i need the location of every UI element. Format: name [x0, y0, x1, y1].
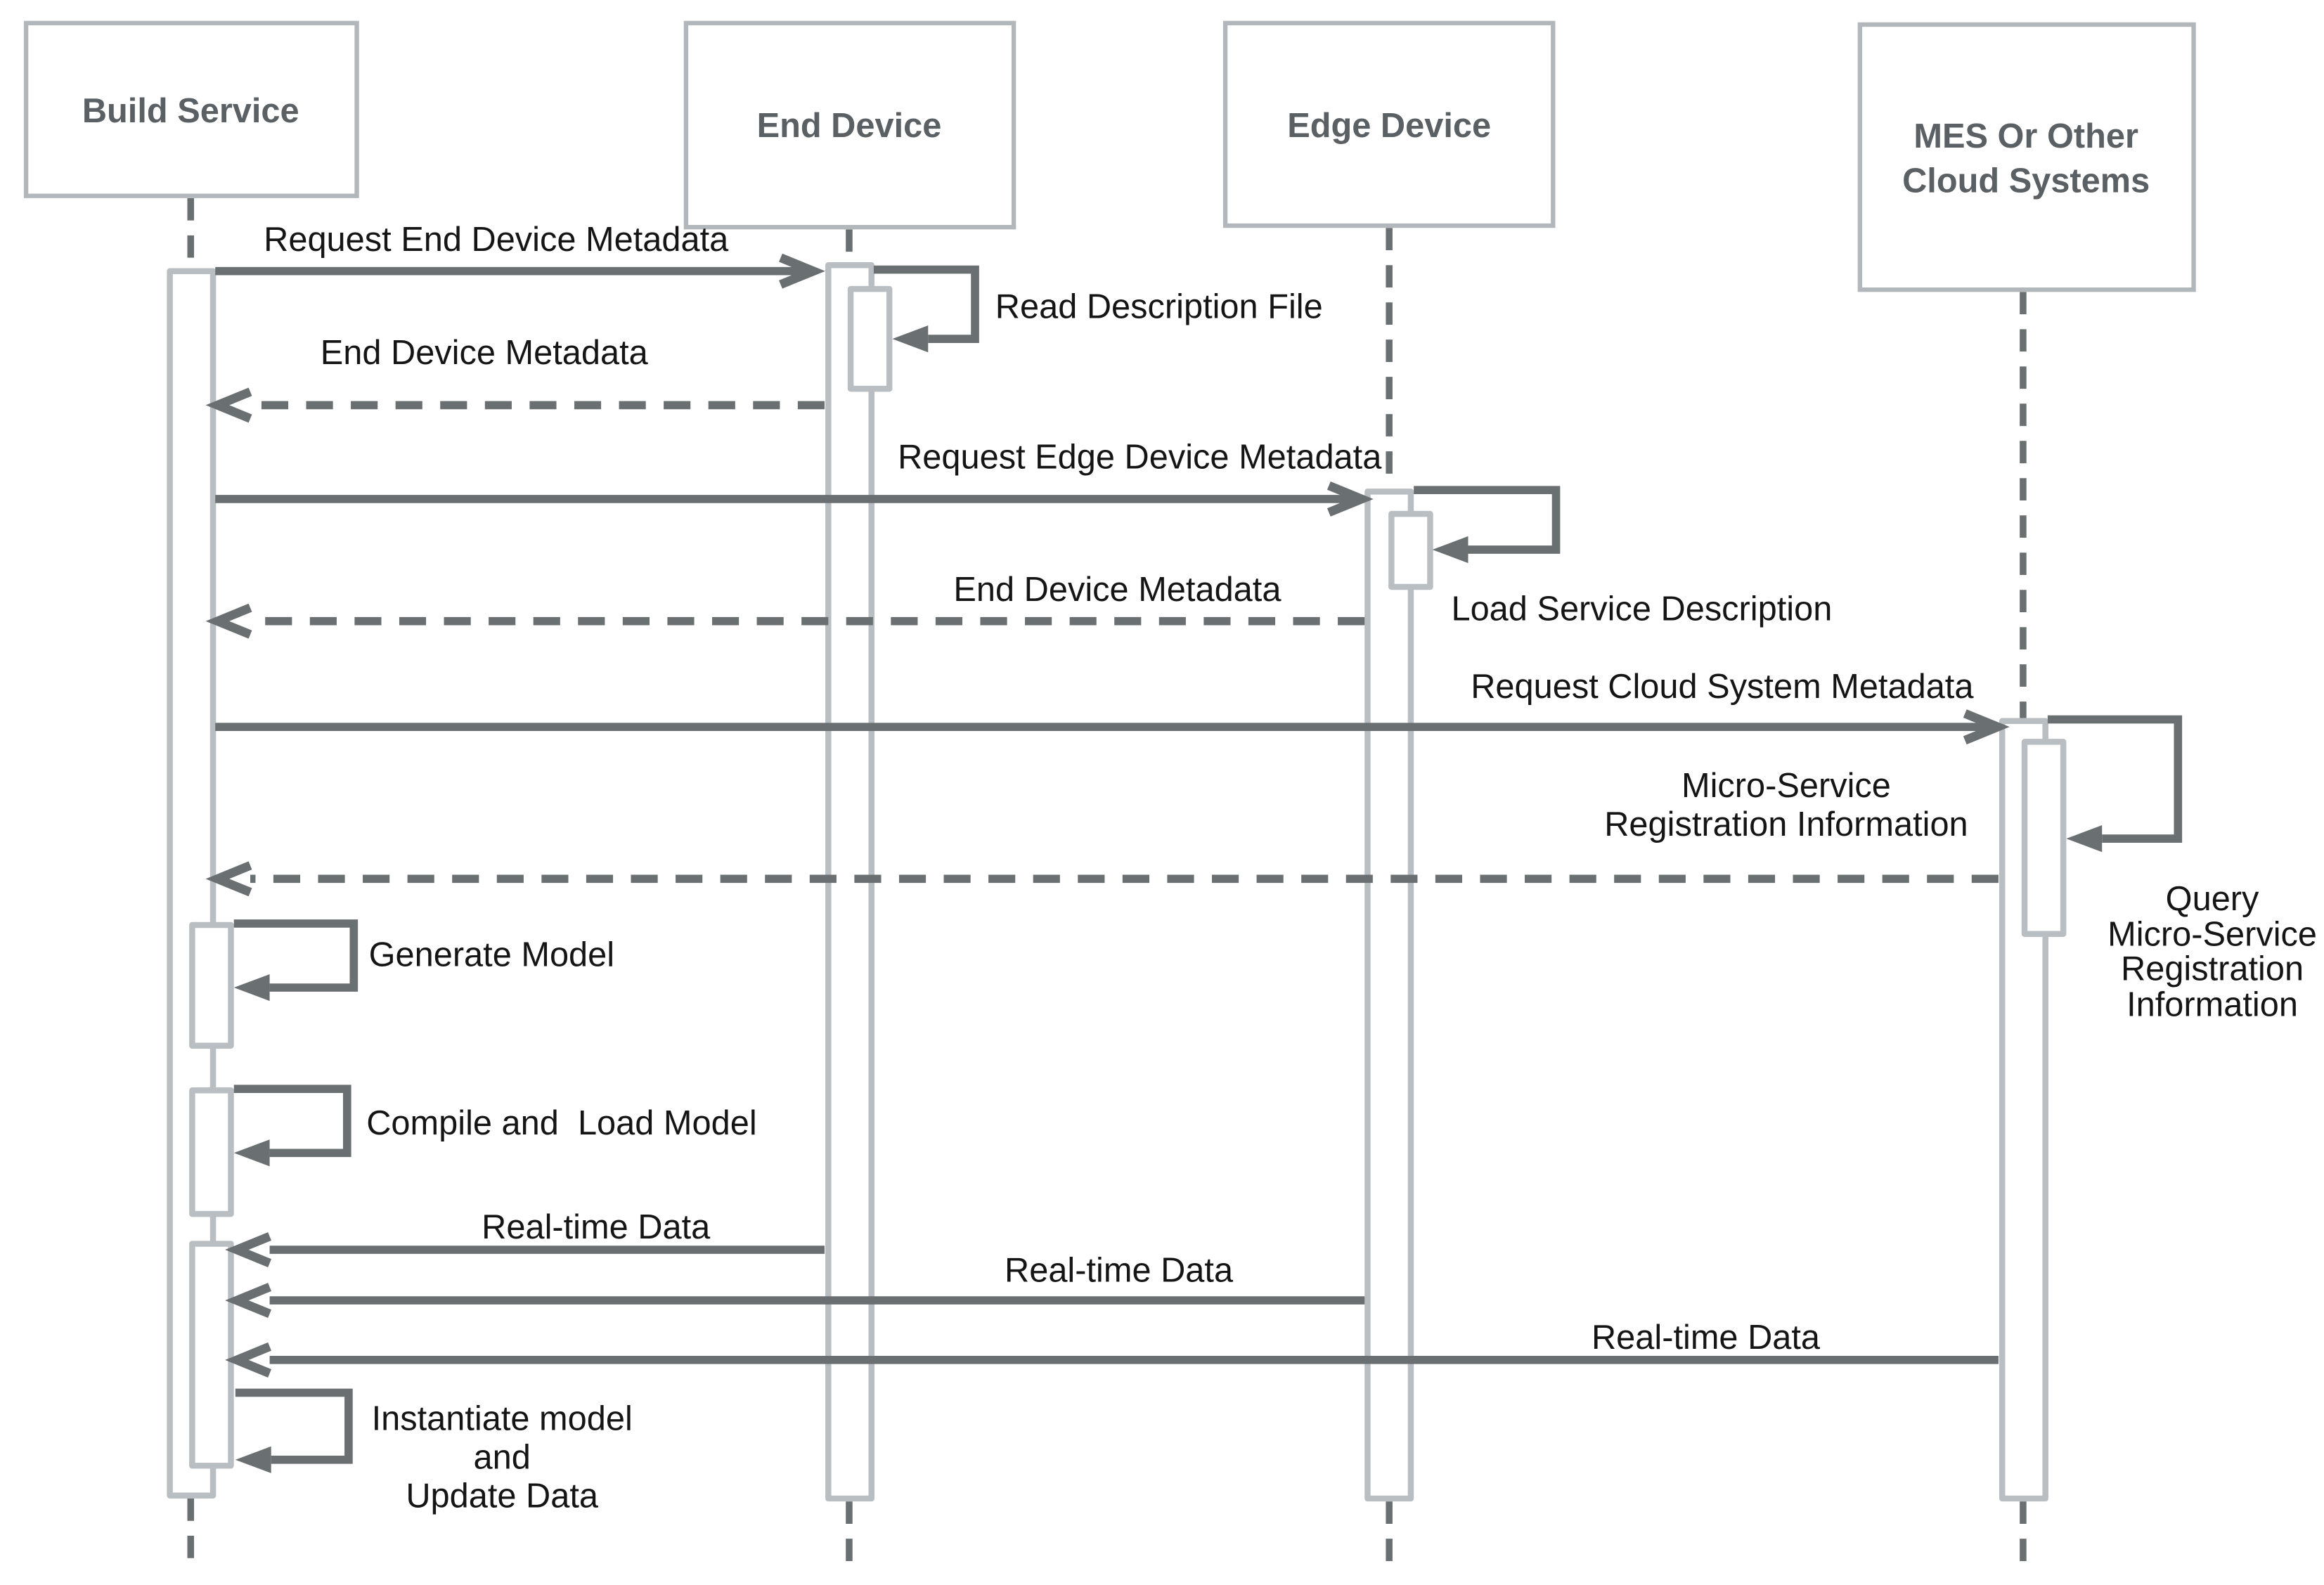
arrowhead-realtime-data-end: [225, 1232, 271, 1267]
arrowhead-realtime-data-edge: [225, 1283, 271, 1319]
activation-edge-device-load-service: [1388, 510, 1433, 590]
activation-edge-device-main: [1364, 489, 1414, 1502]
self-loop-load-service-description: [1414, 486, 1561, 554]
arrowhead-query-micro-service: [2066, 825, 2103, 853]
message-label-generate-model: Generate Model: [368, 934, 615, 973]
activation-build-realtime-instantiate: [189, 1241, 234, 1469]
activation-build-compile-load: [189, 1087, 234, 1217]
participant-label-edge-device: Edge Device: [1287, 105, 1492, 144]
participant-box-mes-cloud: MES Or Other Cloud Systems: [1857, 22, 2195, 292]
message-label-realtime-data-end: Real-time Data: [482, 1207, 711, 1246]
arrowhead-request-cloud-system-metadata: [1963, 709, 2010, 745]
participant-box-edge-device: Edge Device: [1222, 20, 1556, 228]
participant-box-end-device: End Device: [683, 20, 1016, 230]
arrowhead-request-edge-device-metadata: [1326, 481, 1374, 517]
arrowhead-instantiate-update: [235, 1446, 271, 1473]
arrowhead-load-service-description: [1432, 536, 1468, 564]
participant-label-end-device: End Device: [756, 105, 942, 145]
arrowhead-end-device-metadata-1: [205, 387, 252, 423]
message-label-micro-service-registration: Micro-Service Registration Information: [1604, 765, 1968, 843]
self-loop-compile-load-model: [233, 1085, 351, 1158]
self-loop-query-micro-service: [2047, 715, 2183, 843]
activation-end-device-read-description: [847, 285, 893, 392]
message-label-read-description-file: Read Description File: [995, 286, 1323, 326]
message-label-request-edge-device-metadata: Request Edge Device Metadata: [898, 436, 1382, 477]
message-label-load-service-description: Load Service Description: [1451, 589, 1833, 628]
participant-label-build-service: Build Service: [82, 90, 299, 129]
message-label-realtime-data-edge: Real-time Data: [1005, 1250, 1234, 1290]
participant-label-mes-cloud: MES Or Other Cloud Systems: [1902, 115, 2150, 199]
message-label-compile-load-model: Compile and Load Model: [366, 1103, 757, 1142]
self-loop-generate-model: [233, 919, 359, 992]
message-label-request-end-device-metadata: Request End Device Metadata: [264, 219, 729, 259]
activation-mes-cloud-query: [2021, 739, 2067, 937]
arrowhead-realtime-data-mes: [225, 1342, 271, 1378]
participant-box-build-service: Build Service: [22, 20, 359, 198]
message-label-instantiate-update: Instantiate model and Update Data: [371, 1398, 633, 1515]
message-label-end-device-metadata-1: End Device Metadata: [320, 332, 648, 372]
arrowhead-read-description-file: [892, 325, 929, 353]
message-label-end-device-metadata-2: End Device Metadata: [953, 569, 1282, 609]
arrowhead-generate-model: [233, 973, 270, 1002]
arrowhead-micro-service-registration: [205, 861, 252, 897]
activation-build-generate-model: [189, 921, 234, 1049]
arrowhead-compile-load-model: [233, 1139, 270, 1167]
message-label-query-micro-service: Query Micro-Service Registration Informa…: [2107, 879, 2318, 1023]
arrowhead-end-device-metadata-2: [205, 603, 252, 639]
self-loop-read-description-file: [873, 265, 979, 343]
message-label-request-cloud-system-metadata: Request Cloud System Metadata: [1471, 666, 1974, 706]
message-label-realtime-data-mes: Real-time Data: [1591, 1317, 1821, 1357]
arrowhead-request-end-device-metadata: [779, 253, 825, 289]
self-loop-instantiate-update: [235, 1388, 353, 1464]
